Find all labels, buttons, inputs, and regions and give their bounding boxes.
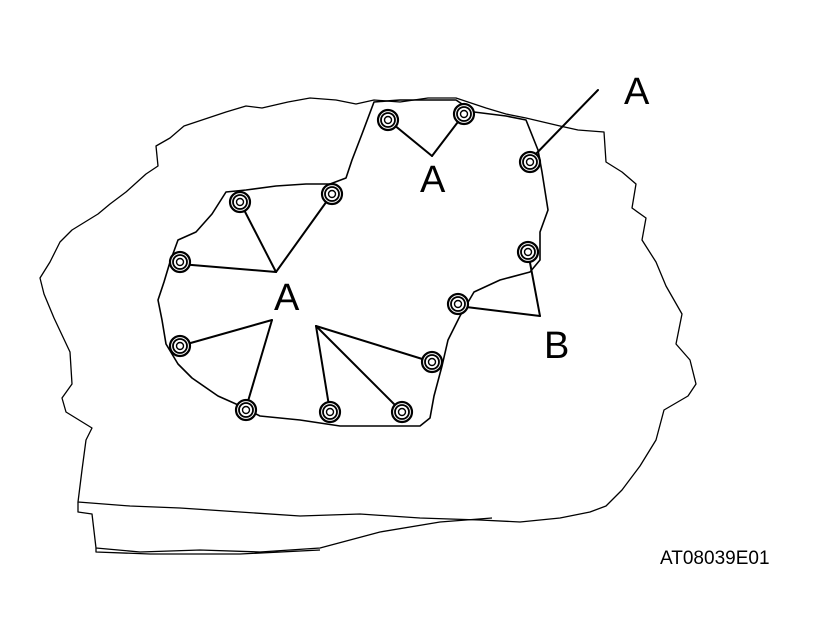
leader-a-center-2	[275, 193, 333, 273]
bolt-icon	[234, 398, 258, 422]
callout-a-upper: A	[420, 159, 446, 201]
bolt-icon	[516, 240, 540, 264]
leader-a-center-4	[179, 319, 273, 347]
callout-b: B	[544, 325, 569, 367]
leader-b-lower	[457, 305, 541, 317]
callout-a-center: A	[274, 277, 300, 319]
leader-a-center-5	[245, 319, 273, 409]
leader-a-top-right	[529, 89, 599, 161]
case-flange-lip	[77, 502, 493, 553]
bolt-icon	[168, 250, 192, 274]
bolts	[168, 102, 542, 424]
bolt-icon	[452, 102, 476, 126]
bolt-icon	[320, 182, 344, 206]
leader-lines	[179, 89, 599, 413]
housing-cover-outline	[157, 99, 549, 427]
bolt-icon	[518, 150, 542, 174]
bolt-icon	[318, 400, 342, 424]
leader-a-center-1	[239, 201, 277, 273]
leader-a-center-3	[179, 263, 277, 273]
leader-a-center-6	[315, 325, 331, 413]
bolt-icon	[390, 400, 414, 424]
bolt-icon	[376, 108, 400, 132]
bolt-icon	[446, 292, 470, 316]
bolt-icon	[420, 350, 444, 374]
case-flange-lower-edge	[95, 548, 321, 555]
callout-a-top-right: A	[624, 71, 650, 113]
leader-a-center-7	[315, 325, 403, 413]
bolt-icon	[228, 190, 252, 214]
leader-a-center-8	[315, 325, 433, 363]
transaxle-case-outline	[39, 97, 697, 523]
figure-id: AT08039E01	[660, 548, 770, 569]
bolt-icon	[168, 334, 192, 358]
